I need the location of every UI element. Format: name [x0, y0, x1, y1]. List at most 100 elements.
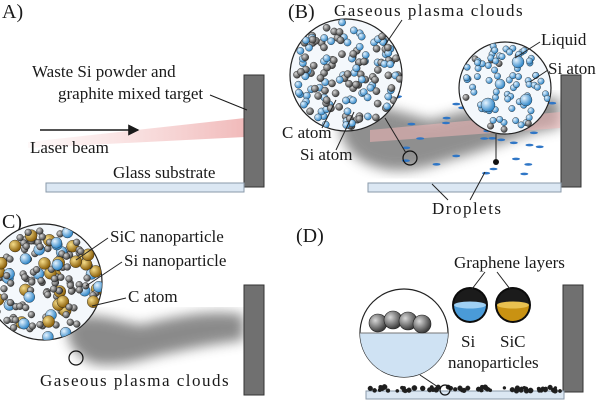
plasma-cloud-atoms: [293, 19, 402, 130]
carbon-atom: [387, 84, 396, 92]
carbon-atom: [345, 80, 353, 88]
zoom-marker-c: [68, 350, 84, 366]
carbon-atom: [22, 304, 30, 312]
carbon-atom: [328, 79, 336, 88]
silicon-atom: [487, 54, 495, 62]
deposited-particle: [459, 387, 464, 392]
silicon-atom: [470, 88, 478, 96]
liquid-droplet: [511, 55, 525, 69]
droplet: [416, 137, 425, 140]
sic-nanoparticle: [0, 257, 8, 270]
liquid-droplet: [480, 97, 496, 113]
droplet: [535, 145, 544, 149]
liquid-pointer: [514, 41, 541, 59]
silicon-atom: [489, 117, 497, 124]
droplet: [548, 101, 557, 105]
carbon-atom: [349, 50, 358, 58]
carbon-atom: [323, 63, 331, 72]
si-label-c: Si nanoparticle: [124, 251, 226, 270]
silicon-atom: [498, 53, 506, 60]
carbon-atom: [66, 281, 75, 290]
si-pointer-b: [335, 111, 355, 151]
droplet: [525, 143, 534, 147]
carbon-atom: [36, 321, 44, 329]
carbon-atom: [75, 286, 84, 294]
carbon-atom: [22, 242, 30, 250]
carbon-atom: [329, 56, 338, 65]
panel-d: (D) Graphene layers: [296, 225, 584, 400]
carbon-atom: [373, 99, 382, 108]
carbon-atom: [360, 57, 368, 66]
deposited-particle: [385, 388, 391, 393]
target-label-line1: Waste Si powder and: [32, 62, 176, 81]
panel-b-letter: (B): [288, 1, 315, 23]
graphene-pointer-1: [471, 271, 486, 290]
carbon-atom: [374, 66, 382, 74]
droplet: [407, 122, 416, 126]
silicon-atom: [491, 46, 499, 54]
deposited-particle: [420, 386, 425, 391]
silicon-atom: [384, 92, 393, 101]
si-label-d: Si: [461, 332, 475, 351]
silicon-atom: [383, 102, 391, 111]
silicon-atom: [504, 95, 512, 103]
carbon-atom: [306, 107, 314, 116]
carbon-atom: [0, 285, 8, 293]
deposited-particle: [453, 387, 458, 392]
deposited-particle: [401, 388, 407, 393]
silicon-atom: [327, 37, 335, 46]
silicon-atom: [301, 36, 310, 45]
silicon-atom: [349, 26, 358, 35]
target-wall-c: [243, 284, 265, 396]
carbon-atom: [65, 303, 73, 311]
sic-nanoparticle: [42, 315, 55, 328]
silicon-atom: [363, 93, 372, 102]
deposit-zoom-line: [419, 374, 442, 390]
carbon-atom: [57, 273, 65, 281]
deposited-particle: [558, 389, 562, 393]
silicon-atom: [296, 47, 305, 55]
silicon-atom: [492, 57, 500, 65]
carbon-atom: [21, 273, 29, 281]
carbon-atom: [384, 71, 393, 80]
carbon-cluster-4: [412, 314, 432, 334]
carbon-atom: [7, 279, 15, 287]
deposit-zoom-marker: [439, 384, 451, 396]
carbon-atom: [320, 43, 328, 52]
silicon-atom: [484, 62, 492, 69]
carbon-atom: [392, 54, 400, 63]
deposited-particle: [527, 387, 534, 394]
droplet: [488, 137, 497, 140]
silicon-atom: [314, 113, 322, 122]
carbon-atom: [65, 275, 73, 283]
carbon-atom: [525, 120, 532, 127]
panel-a-letter: A): [2, 1, 23, 23]
si-nanoparticle: [51, 259, 64, 271]
carbon-atom: [395, 75, 402, 83]
silicon-atom: [366, 84, 375, 92]
si-atom-label-b: Si atom: [300, 145, 352, 164]
deposited-particle: [480, 388, 484, 393]
silicon-atom: [355, 43, 364, 51]
carbon-atom: [384, 43, 392, 52]
carbon-atom: [335, 103, 344, 111]
sic-nanoparticle: [69, 255, 83, 268]
substrate-label: Glass substrate: [113, 163, 215, 182]
deposited-particle: [553, 386, 558, 390]
carbon-atom: [6, 299, 14, 307]
deposited-particle: [372, 388, 377, 393]
droplet: [482, 171, 491, 175]
silicon-atom: [517, 121, 525, 129]
laser-label: Laser beam: [30, 138, 109, 157]
panel-a: A) Waste Si powder and graphite mixed ta…: [2, 1, 265, 193]
droplet: [497, 138, 506, 142]
carbon-atom: [311, 84, 319, 93]
carbon-atom: [37, 277, 45, 285]
deposited-particle: [377, 388, 382, 393]
silicon-atom: [320, 34, 329, 42]
sic-nanoparticle: [81, 248, 95, 262]
plasma-plume-c: [67, 312, 245, 365]
silicon-atom: [294, 88, 303, 97]
carbon-atom: [24, 228, 32, 237]
silicon-atom: [364, 112, 372, 121]
